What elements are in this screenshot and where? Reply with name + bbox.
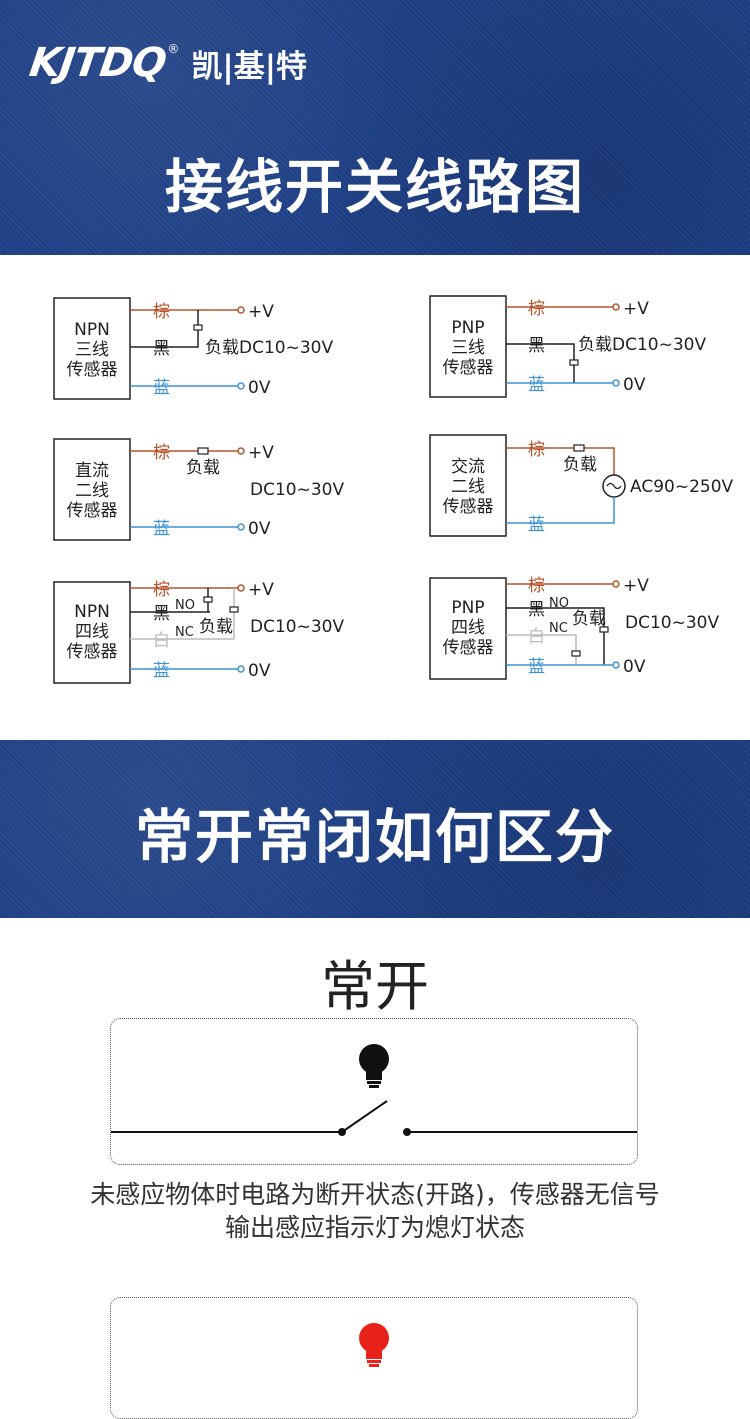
svg-text:+V: +V	[248, 302, 274, 322]
lightbulb-on-icon	[359, 1323, 389, 1367]
svg-text:+V: +V	[623, 299, 649, 319]
svg-text:传感器: 传感器	[67, 501, 118, 521]
svg-text:黑: 黑	[153, 604, 170, 624]
diagram-pnp-3wire: PNP 三线 传感器 棕 +V 黑 负载DC10~30V 蓝 0V	[429, 295, 706, 398]
svg-text:棕: 棕	[528, 299, 545, 319]
svg-text:黑: 黑	[153, 339, 170, 359]
svg-text:传感器: 传感器	[67, 360, 118, 380]
svg-text:AC90~250V: AC90~250V	[630, 477, 734, 497]
svg-text:传感器: 传感器	[443, 497, 494, 517]
normally-open-title: 常开	[321, 955, 429, 1018]
logo-text-en: KJTDQ	[26, 40, 169, 86]
svg-text:棕: 棕	[153, 302, 170, 322]
svg-text:NPN: NPN	[74, 320, 110, 340]
normally-closed-diagram	[110, 1297, 638, 1419]
svg-text:白: 白	[153, 631, 170, 651]
svg-text:蓝: 蓝	[153, 378, 170, 398]
svg-text:NO: NO	[175, 598, 195, 613]
svg-text:黑: 黑	[528, 336, 545, 356]
svg-text:黑: 黑	[528, 600, 545, 620]
svg-text:+V: +V	[623, 576, 649, 596]
svg-text:负载: 负载	[199, 617, 233, 637]
svg-text:+V: +V	[248, 580, 274, 600]
svg-text:负载: 负载	[572, 609, 606, 629]
logo-text-cn: 凯|基|特	[191, 48, 308, 85]
brand-logo: KJTDQ ® 凯|基|特	[26, 38, 308, 88]
svg-text:负载DC10~30V: 负载DC10~30V	[578, 335, 706, 355]
svg-text:DC10~30V: DC10~30V	[250, 480, 344, 500]
svg-text:0V: 0V	[623, 657, 646, 677]
svg-text:NO: NO	[549, 596, 569, 611]
diagram-npn-4wire: NPN 四线 传感器 棕 +V 黑 NO 白 NC 负载 DC10~30V 蓝 …	[53, 580, 344, 684]
diagram-ac-2wire: 交流 二线 传感器 棕 负载 AC90~250V 蓝	[429, 434, 734, 537]
svg-text:负载: 负载	[563, 455, 597, 475]
svg-text:二线: 二线	[75, 481, 109, 501]
svg-text:棕: 棕	[153, 443, 170, 463]
svg-text:0V: 0V	[248, 519, 271, 539]
svg-text:直流: 直流	[75, 461, 109, 481]
normally-open-diagram	[110, 1018, 638, 1165]
distinguish-section-title: 常开常闭如何区分	[134, 803, 615, 871]
wiring-diagrams: NPN 三线 传感器 棕 +V 黑 负载DC10~30V 蓝 0V PNP 三线…	[53, 295, 734, 684]
svg-text:三线: 三线	[451, 338, 485, 358]
svg-text:蓝: 蓝	[528, 515, 545, 535]
lightbulb-off-icon	[359, 1044, 389, 1088]
svg-text:二线: 二线	[451, 477, 485, 497]
svg-text:0V: 0V	[623, 375, 646, 395]
svg-text:蓝: 蓝	[528, 657, 545, 677]
svg-text:负载DC10~30V: 负载DC10~30V	[205, 338, 333, 358]
svg-text:PNP: PNP	[451, 318, 484, 338]
wiring-section-title: 接线开关线路图	[164, 153, 585, 221]
svg-text:棕: 棕	[528, 576, 545, 596]
svg-text:白: 白	[528, 627, 545, 647]
svg-text:交流: 交流	[451, 457, 485, 477]
svg-text:NC: NC	[175, 625, 194, 640]
svg-text:四线: 四线	[75, 622, 109, 642]
svg-text:DC10~30V: DC10~30V	[250, 617, 344, 637]
svg-text:DC10~30V: DC10~30V	[625, 613, 719, 633]
header-band	[0, 0, 750, 255]
caption-line-2: 输出感应指示灯为熄灯状态	[224, 1213, 525, 1242]
svg-text:四线: 四线	[451, 618, 485, 638]
diagram-pnp-4wire: PNP 四线 传感器 棕 +V 黑 NO 负载 白 NC DC10~30V 蓝 …	[429, 576, 719, 680]
svg-text:PNP: PNP	[451, 598, 484, 618]
svg-text:传感器: 传感器	[443, 638, 494, 658]
svg-text:NPN: NPN	[74, 602, 110, 622]
caption-line-1: 未感应物体时电路为断开状态(开路)，传感器无信号	[90, 1180, 660, 1209]
svg-text:蓝: 蓝	[528, 375, 545, 395]
svg-text:传感器: 传感器	[67, 642, 118, 662]
diagram-npn-3wire: NPN 三线 传感器 棕 +V 黑 负载DC10~30V 蓝 0V	[53, 297, 333, 400]
normally-open-caption: 未感应物体时电路为断开状态(开路)，传感器无信号 输出感应指示灯为熄灯状态	[0, 1178, 750, 1244]
svg-text:蓝: 蓝	[153, 519, 170, 539]
section-band	[0, 740, 750, 918]
svg-text:0V: 0V	[248, 378, 271, 398]
svg-text:蓝: 蓝	[153, 661, 170, 681]
svg-text:负载: 负载	[186, 458, 220, 478]
svg-text:+V: +V	[248, 443, 274, 463]
svg-text:0V: 0V	[248, 661, 271, 681]
svg-text:传感器: 传感器	[443, 358, 494, 378]
svg-text:棕: 棕	[153, 580, 170, 600]
svg-text:棕: 棕	[528, 440, 545, 460]
registered-mark: ®	[167, 42, 180, 56]
diagram-dc-2wire: 直流 二线 传感器 棕 负载 +V DC10~30V 蓝 0V	[53, 438, 344, 541]
svg-text:三线: 三线	[75, 340, 109, 360]
svg-text:NC: NC	[549, 621, 568, 636]
